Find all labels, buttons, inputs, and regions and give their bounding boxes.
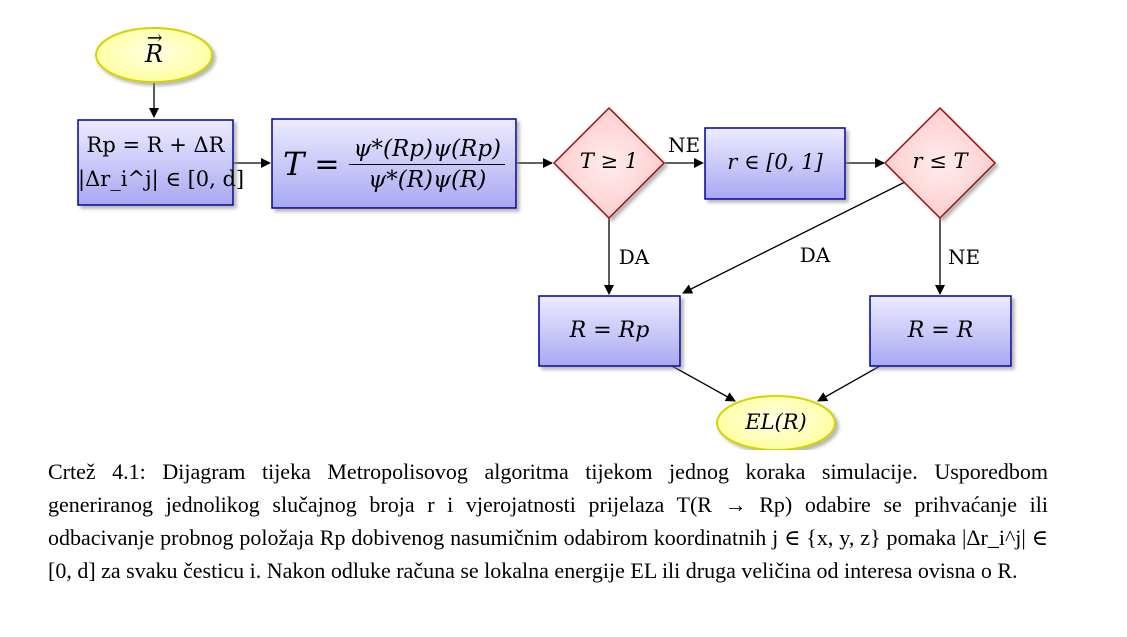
decision1-text: T ≥ 1 <box>579 149 639 173</box>
accept-text: R = Rp <box>569 318 650 343</box>
transition-denominator: ψ*(R)ψ(R) <box>368 166 487 193</box>
end-label: EL(R) <box>717 410 835 434</box>
edge-decision2-to-accept <box>682 181 906 294</box>
proposal-box <box>77 119 234 206</box>
proposal-line1: Rp = R + ΔR <box>86 133 225 157</box>
accept-box <box>538 295 681 367</box>
reject-label: R = R <box>870 318 1011 343</box>
transition-numerator: ψ*(Rp)ψ(Rp) <box>349 136 506 165</box>
edges <box>149 82 945 402</box>
reject-box <box>869 295 1012 367</box>
end-ellipse <box>716 395 836 450</box>
edge-label-no1: NE <box>667 133 701 157</box>
figure-caption: Crtež 4.1: Dijagram tijeka Metropolisovo… <box>48 455 1048 587</box>
decision1-label: T ≥ 1 <box>554 149 664 173</box>
flowchart <box>77 27 1012 450</box>
decision1-diamond <box>552 106 666 220</box>
transition-lhs: T <box>282 145 305 183</box>
transition-label: T = ψ*(Rp)ψ(Rp) ψ*(R)ψ(R) <box>272 124 516 204</box>
accept-label: R = Rp <box>539 318 680 343</box>
random-box <box>704 127 846 200</box>
decision2-diamond <box>883 106 997 220</box>
start-label-text: R <box>145 40 163 68</box>
start-label: R <box>96 40 212 68</box>
random-label: r ∈ [0, 1] <box>705 150 845 174</box>
end-text: EL(R) <box>745 410 807 434</box>
decision2-text: r ≤ T <box>912 149 968 173</box>
proposal-label: Rp = R + ΔR |Δr_i^j| ∈ [0, d] <box>78 128 245 196</box>
transition-equals: = <box>314 146 340 182</box>
transition-fraction: ψ*(Rp)ψ(Rp) ψ*(R)ψ(R) <box>349 136 506 193</box>
edge-label-no2: NE <box>947 245 981 269</box>
decision2-label: r ≤ T <box>885 149 995 173</box>
reject-text: R = R <box>907 318 974 343</box>
edge-reject-to-end <box>817 365 881 402</box>
caption-prefix: Crtež 4.1: <box>48 459 146 484</box>
edge-label-yes2: DA <box>799 243 831 267</box>
random-text: r ∈ [0, 1] <box>727 150 823 174</box>
edge-accept-to-end <box>671 365 736 402</box>
proposal-line2: |Δr_i^j| ∈ [0, d] <box>78 167 245 191</box>
edge-label-yes1: DA <box>618 245 650 269</box>
caption-body: Dijagram tijeka Metropolisovog algoritma… <box>48 459 1048 583</box>
